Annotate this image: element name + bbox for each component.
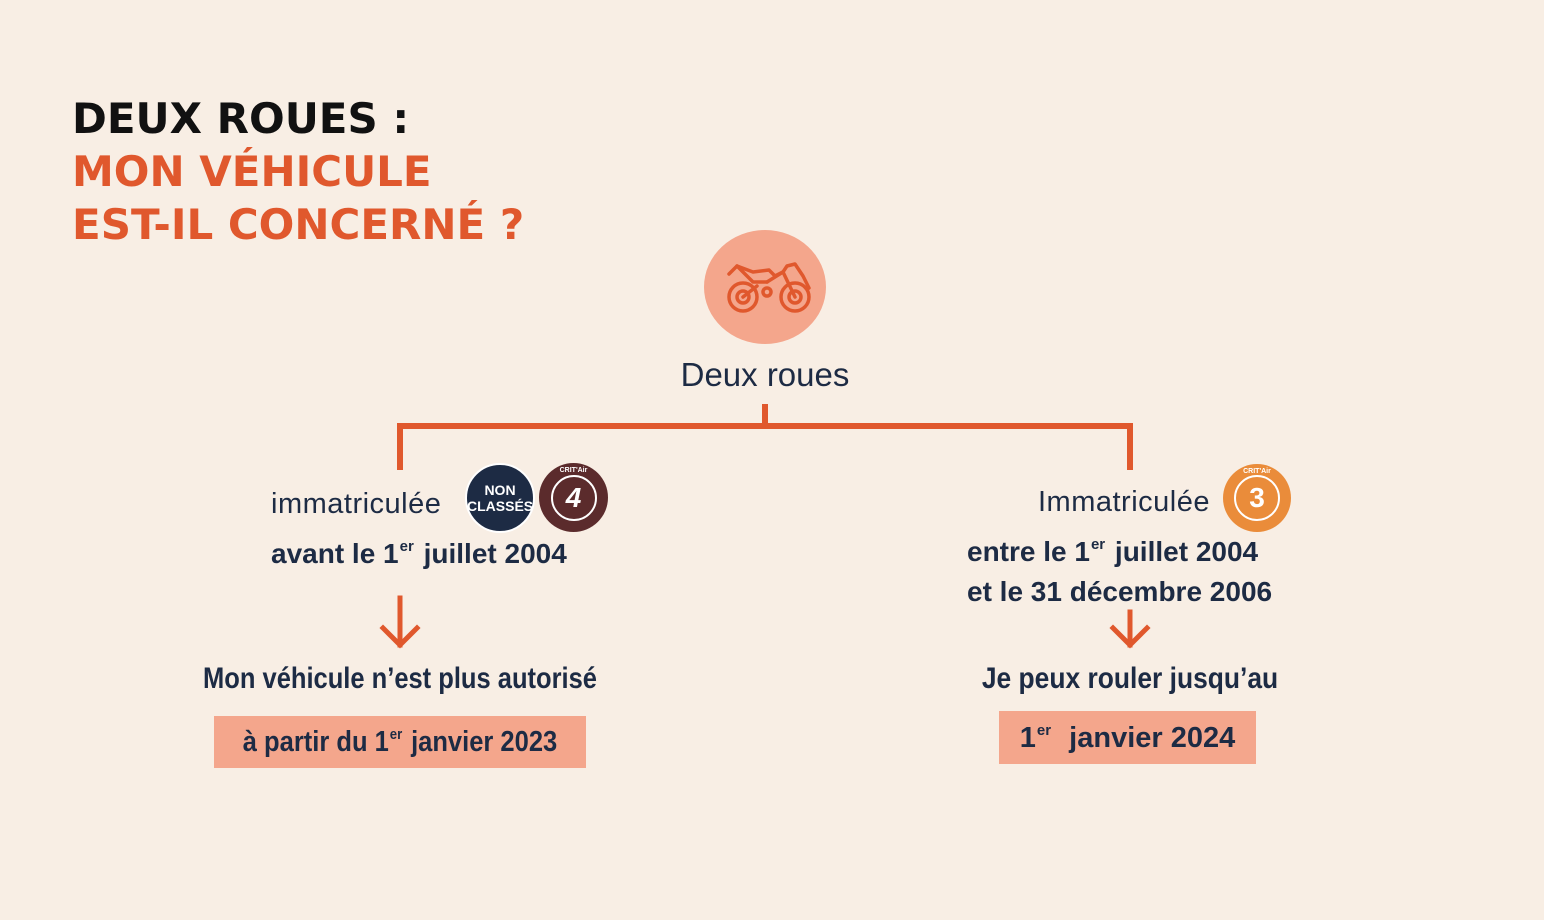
left-date-sup: er [399,538,414,555]
title-line-2: MON VÉHICULE [72,147,432,196]
non-classes-badge: NON CLASSÉS [465,463,535,533]
motorcycle-icon-circle [704,230,826,344]
page-title: DEUX ROUES : MON VÉHICULE EST-IL CONCERN… [72,92,524,251]
badge-nc-line1: NON [484,482,516,498]
right-result-box-text: 1er janvier 2024 [999,722,1256,755]
left-date-prefix: avant le 1 [271,538,399,569]
critair-4-caption: CRIT'Air [559,467,588,474]
right-date1-suffix: juillet 2004 [1107,536,1259,567]
right-date1-sup: er [1090,536,1106,553]
right-date-line-1: entre le 1er juillet 2004 [967,536,1258,568]
critair-3-number: 3 [1234,475,1280,521]
right-result-box: 1er janvier 2024 [999,711,1256,764]
critair-3-caption: CRIT'Air [1243,468,1271,475]
left-result-box: à partir du 1er janvier 2023 [214,716,586,768]
critair-4-badge: CRIT'Air 4 [539,463,608,532]
right-date1-prefix: entre le 1 [967,536,1090,567]
left-result-text: Mon véhicule n’est plus autorisé [203,662,597,695]
left-registration-label: immatriculée [271,488,442,520]
left-date-suffix: juillet 2004 [415,538,567,569]
badge-nc-line2: CLASSÉS [467,498,534,514]
right-result-text: Je peux rouler jusqu’au [981,662,1279,695]
left-date: avant le 1er juillet 2004 [271,538,567,570]
left-box-suffix: janvier 2023 [403,726,558,758]
title-line-1: DEUX ROUES : [72,94,410,143]
left-result-box-text: à partir du 1er janvier 2023 [236,726,563,759]
right-date-line-2: et le 31 décembre 2006 [967,576,1273,607]
left-arrow-icon [379,595,421,649]
right-box-sup: er [1036,722,1052,739]
root-label: Deux roues [680,356,850,393]
right-arrow-icon [1109,609,1151,649]
left-box-prefix: à partir du 1 [242,726,389,758]
motorcycle-icon [727,262,811,313]
critair-3-badge: CRIT'Air 3 [1223,464,1291,532]
right-box-suffix: janvier 2024 [1053,722,1236,754]
right-box-prefix: 1 [1019,722,1036,754]
left-box-sup: er [389,726,403,743]
critair-4-number: 4 [550,474,597,521]
right-registration-label: Immatriculée [1038,486,1210,518]
title-line-3: EST-IL CONCERNÉ ? [72,200,525,249]
